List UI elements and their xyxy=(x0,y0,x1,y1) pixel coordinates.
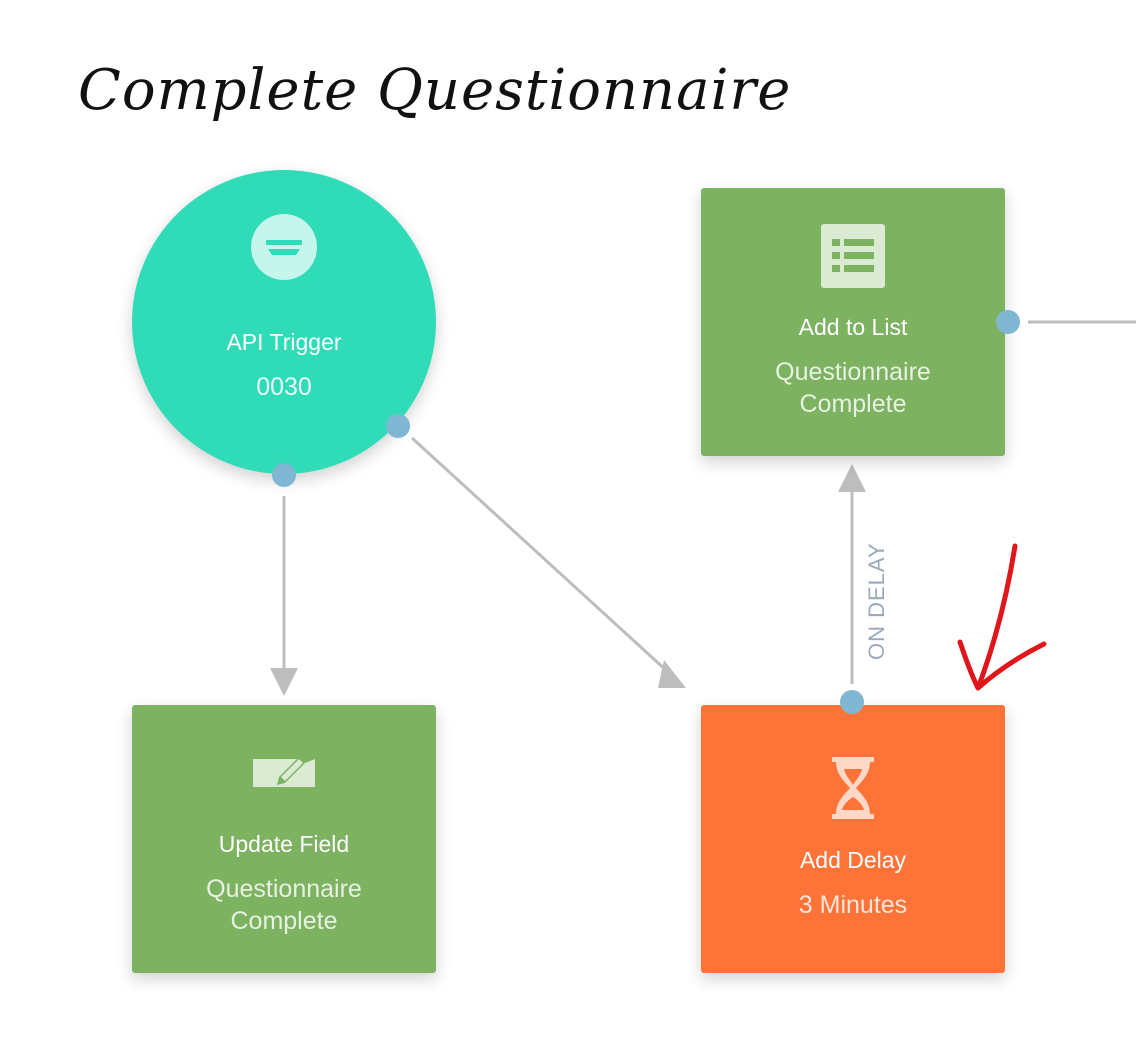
edit-field-icon xyxy=(132,755,436,791)
trigger-right-connector[interactable] xyxy=(386,414,410,438)
trigger-bottom-connector[interactable] xyxy=(272,463,296,487)
add-to-list-node[interactable]: Add to List Questionnaire Complete xyxy=(701,188,1005,456)
list-icon xyxy=(701,223,1005,289)
arrowhead-add-delay xyxy=(658,660,686,688)
edge-trigger-to-add-delay xyxy=(410,436,670,674)
update-field-subtitle: Questionnaire Complete xyxy=(132,873,436,937)
annotation-arrow xyxy=(975,543,1018,691)
add-to-list-subtitle: Questionnaire Complete xyxy=(701,356,1005,420)
api-trigger-title: API Trigger xyxy=(226,329,342,355)
on-delay-edge-label: ON DELAY xyxy=(864,542,889,660)
arrowhead-add-to-list xyxy=(838,464,866,492)
update-field-node[interactable]: Update Field Questionnaire Complete xyxy=(132,705,436,973)
add-to-list-subtitle-line1: Questionnaire xyxy=(775,358,931,386)
add-delay-duration: 3 Minutes xyxy=(798,891,908,919)
annotation-arrowhead xyxy=(957,639,1047,691)
update-field-title: Update Field xyxy=(218,831,350,857)
add-to-list-right-connector[interactable] xyxy=(996,310,1020,334)
add-delay-top-connector[interactable] xyxy=(840,690,864,714)
api-trigger-id: 0030 xyxy=(256,373,312,401)
update-field-subtitle-line2: Complete xyxy=(230,907,338,935)
add-to-list-title: Add to List xyxy=(798,314,908,340)
filter-icon xyxy=(251,214,317,280)
add-delay-node[interactable]: Add Delay 3 Minutes xyxy=(701,705,1005,973)
arrowhead-update-field xyxy=(270,668,298,696)
add-to-list-subtitle-line2: Complete xyxy=(799,390,907,418)
update-field-subtitle-line1: Questionnaire xyxy=(206,875,362,903)
page-title: Complete Questionnaire xyxy=(78,58,792,123)
api-trigger-node[interactable]: API Trigger 0030 xyxy=(132,170,436,474)
add-delay-title: Add Delay xyxy=(799,847,907,873)
hourglass-icon xyxy=(701,755,1005,821)
